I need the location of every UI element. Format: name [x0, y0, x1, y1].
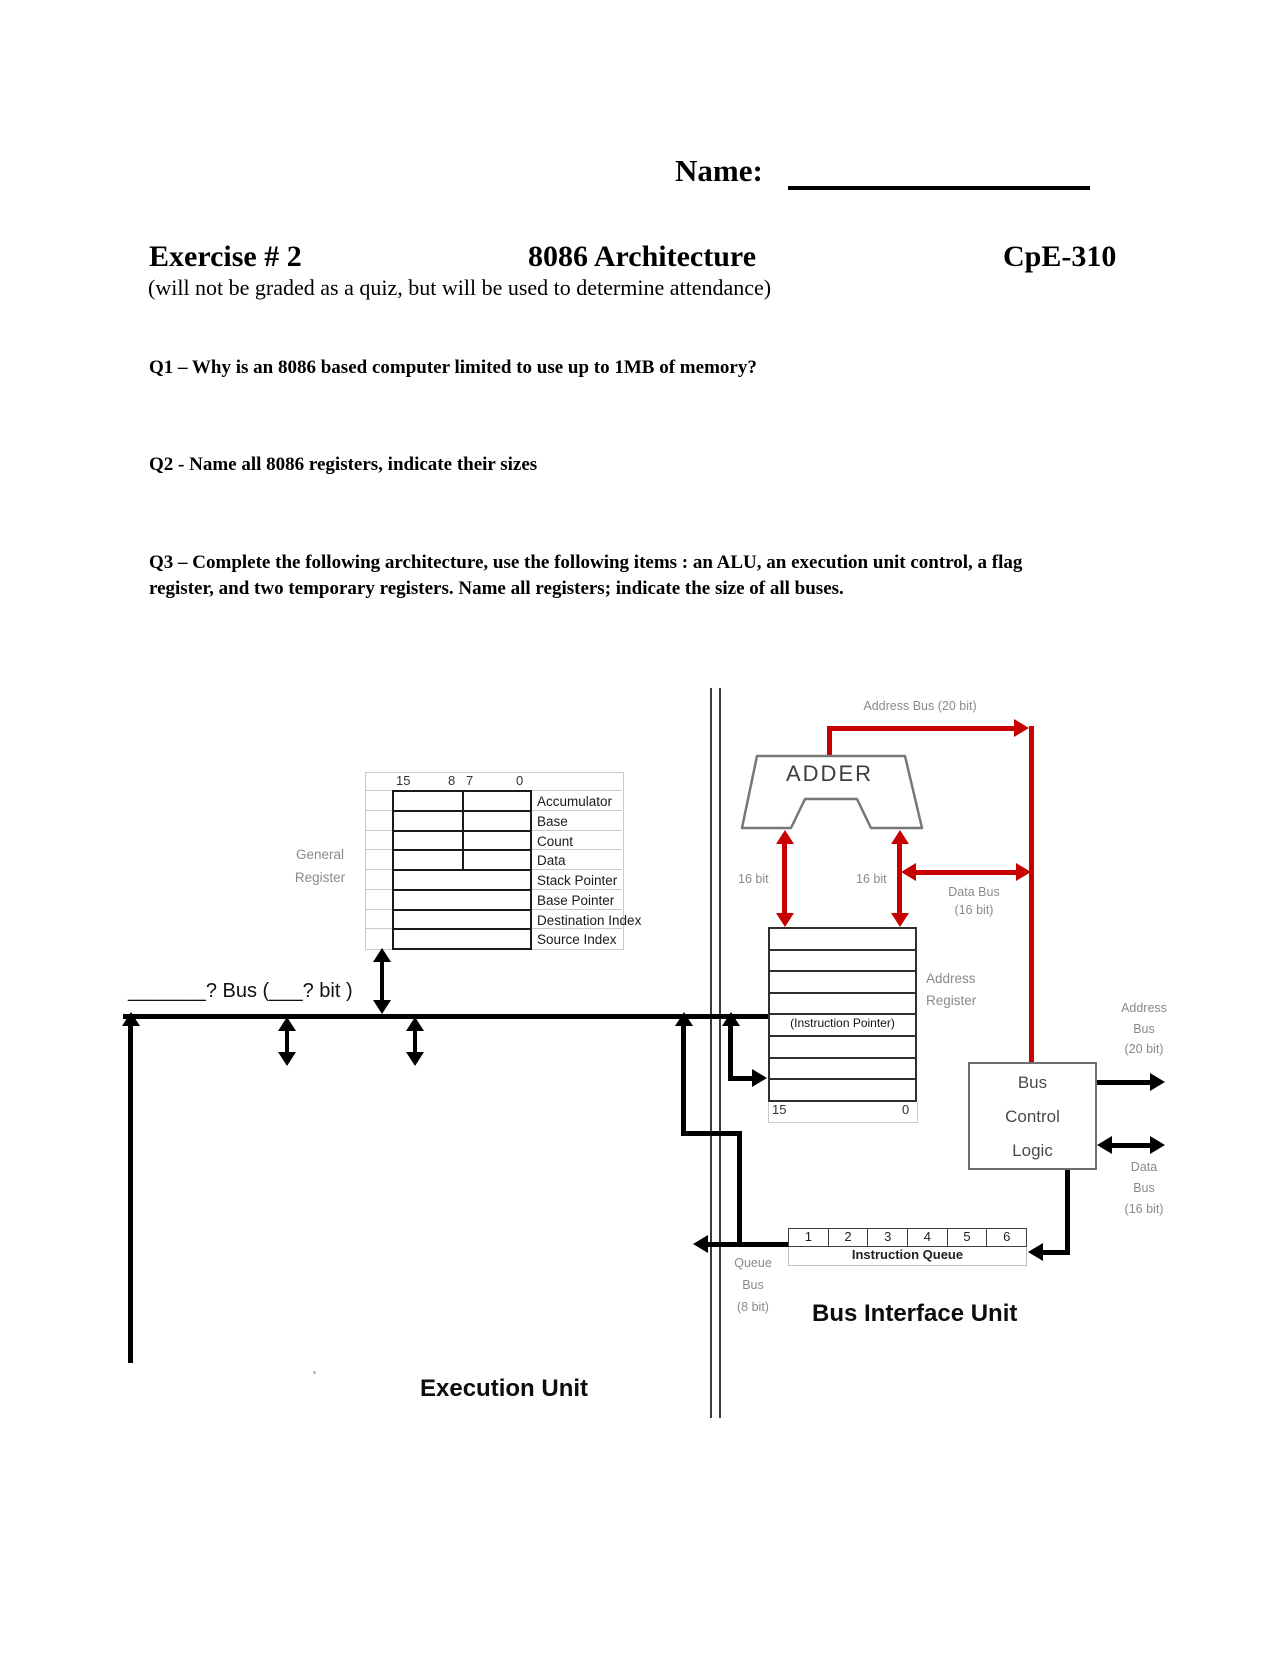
bit16-right-label: 16 bit — [856, 872, 887, 886]
queue-bus-label: Queue Bus (8 bit) — [734, 1256, 772, 1314]
queue-cell: 1 — [789, 1229, 829, 1246]
address-bus-line — [827, 729, 832, 756]
register-row-label: Stack Pointer — [537, 873, 618, 888]
eu-biu-divider-line — [719, 688, 721, 1418]
adder-label: ADDER — [786, 761, 874, 786]
eu-bus-label: _______? Bus (___? bit ) — [128, 980, 353, 1002]
arrowhead-up-icon — [278, 1017, 296, 1031]
arrowhead-left-icon — [693, 1235, 708, 1253]
page-title: 8086 Architecture — [528, 240, 757, 273]
address-bus-top-label: Address Bus (20 bit) — [863, 699, 977, 713]
register-row-label: Data — [537, 853, 566, 868]
arrowhead-down-icon — [373, 1000, 391, 1014]
instruction-pointer-row: (Instruction Pointer) — [790, 1016, 895, 1030]
name-blank-line — [788, 186, 1090, 190]
arrowhead-up-icon — [406, 1017, 424, 1031]
arrowhead-up-icon — [373, 948, 391, 962]
adder-shape — [740, 754, 924, 830]
address-register-bit0: 0 — [902, 1102, 910, 1117]
address-bus-line — [1029, 726, 1034, 1062]
course-code: CpE-310 — [1003, 240, 1117, 273]
arrowhead-up-icon — [122, 1012, 140, 1026]
bit16-left-label: 16 bit — [738, 872, 769, 886]
arrowhead-up-icon — [675, 1012, 693, 1026]
general-register-label: General Register — [294, 847, 346, 885]
arrowhead-down-icon — [891, 913, 909, 927]
arrowhead-right-icon — [1150, 1073, 1165, 1091]
arrowhead-up-icon — [722, 1012, 740, 1026]
arrowhead-down-icon — [776, 913, 794, 927]
arrowhead-right-icon — [1150, 1136, 1165, 1154]
question-1: Q1 – Why is an 8086 based computer limit… — [149, 357, 757, 378]
arrowhead-right-icon — [1016, 863, 1031, 881]
adder-left-bus — [782, 841, 787, 915]
register-row-label: Source Index — [537, 932, 617, 947]
arrowhead-up-icon — [776, 830, 794, 844]
address-register-bit-row — [768, 1102, 918, 1123]
adder-right-bus — [897, 841, 902, 915]
register-row-label: Base Pointer — [537, 893, 615, 908]
bit-label-0: 0 — [516, 773, 524, 788]
queue-cell: 5 — [948, 1229, 988, 1246]
address-register-label: Address Register — [926, 971, 977, 1008]
arrowhead-down-icon — [406, 1052, 424, 1066]
arrowhead-left-icon — [901, 863, 916, 881]
register-bus-link — [380, 960, 384, 1002]
address-bus-right-label: Address Bus (20 bit) — [1121, 1001, 1167, 1056]
instruction-queue-label: Instruction Queue — [788, 1247, 1027, 1266]
eu-bus-line — [123, 1014, 768, 1019]
address-register-bit15: 15 — [772, 1102, 787, 1117]
bit-label-15: 15 — [396, 773, 411, 788]
register-row-label: Count — [537, 834, 574, 849]
bus-control-logic-box: Bus Control Logic — [968, 1062, 1097, 1170]
eu-left-bus-line — [128, 1026, 133, 1363]
queue-cell: 3 — [868, 1229, 909, 1246]
arrowhead-left-icon — [1028, 1243, 1043, 1261]
bit-label-8: 8 — [448, 773, 456, 788]
execution-unit-label: Execution Unit — [420, 1375, 589, 1402]
bus-interface-unit-label: Bus Interface Unit — [812, 1300, 1018, 1327]
question-2: Q2 - Name all 8086 registers, indicate t… — [149, 454, 538, 475]
exercise-number: Exercise # 2 — [149, 240, 302, 273]
data-bus-line — [914, 870, 1016, 875]
data-bus-mid-label: Data Bus (16 bit) — [948, 885, 1000, 917]
name-label: Name: — [675, 153, 763, 188]
address-bus-line — [827, 726, 1017, 731]
subtitle: (will not be graded as a quiz, but will … — [148, 275, 772, 300]
eu-biu-divider-line — [710, 688, 712, 1418]
instruction-queue-cells: 1 2 3 4 5 6 — [788, 1228, 1027, 1247]
queue-cell: 2 — [829, 1229, 869, 1246]
arrowhead-down-icon — [278, 1052, 296, 1066]
register-row-label: Accumulator — [537, 794, 613, 809]
question-3: Q3 – Complete the following architecture… — [149, 552, 1023, 599]
register-half-split-line — [462, 790, 464, 871]
register-row-label: Base — [537, 814, 568, 829]
register-row-label: Destination Index — [537, 913, 642, 928]
queue-cell: 6 — [1003, 1229, 1011, 1244]
bit-label-7: 7 — [466, 773, 474, 788]
arrowhead-left-icon — [1097, 1136, 1112, 1154]
arrowhead-up-icon — [891, 830, 909, 844]
arrowhead-right-icon — [1014, 719, 1029, 737]
scan-artifact-dot — [313, 1371, 316, 1374]
queue-cell: 4 — [908, 1229, 948, 1246]
data-bus-right-label: Data Bus (16 bit) — [1124, 1160, 1164, 1216]
arrowhead-right-icon — [752, 1069, 767, 1087]
